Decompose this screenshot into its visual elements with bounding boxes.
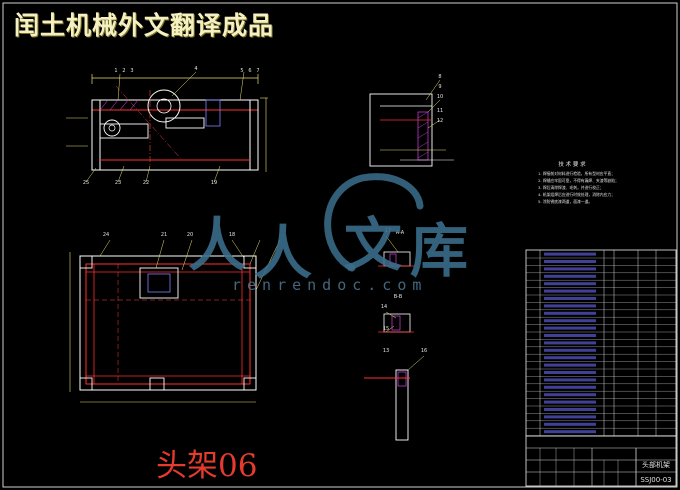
balloon-13: 13 [383,348,389,354]
balloon-11: 11 [437,108,443,114]
balloon-24: 24 [103,232,109,238]
balloon-16: 16 [421,348,427,354]
balloon-25: 25 [83,180,89,186]
parts-row-entry [544,363,596,367]
balloon-7: 7 [256,68,259,74]
parts-list [525,249,677,437]
section-label-a: A-A [396,230,405,236]
balloon-4: 4 [194,66,197,72]
section-details [364,235,425,441]
parts-row-entry [544,282,596,286]
balloon-14: 14 [381,304,387,310]
balloon-15: 15 [383,326,389,332]
parts-row-entry [544,334,596,337]
parts-row-entry [544,297,596,300]
parts-row-entry [544,378,596,382]
watermark-glyph-4: 库 [410,217,469,285]
balloon-1: 1 [114,68,117,74]
parts-row-entry [544,393,596,397]
parts-row-entry [544,430,596,434]
parts-row-entry [544,252,596,256]
technical-requirements: 技 术 要 求 1. 焊接前对材料进行检验，所有型材应平直； 2. 焊缝应牢固可… [538,160,619,204]
tech-title: 技 术 要 求 [558,160,586,168]
parts-row-entry [544,274,596,278]
parts-row-entry [544,267,596,271]
section-label-b: B-B [394,294,403,300]
parts-row-entry [544,385,596,389]
balloon-22: 22 [143,180,149,186]
balloon-20: 20 [187,232,193,238]
balloon-19: 19 [211,180,217,186]
parts-row-entry [544,319,596,323]
side-detail-view [369,79,454,167]
balloon-3: 3 [130,68,133,74]
parts-row-entry [544,311,596,315]
parts-row-entry [544,400,596,404]
parts-row-entry [544,326,596,330]
balloon-2: 2 [122,68,125,74]
watermark-glyph-3: 文 [344,211,403,279]
caption-label: 头架06 [156,448,258,484]
balloon-18: 18 [229,232,235,238]
parts-row-entry [544,371,596,374]
watermark-glyph-2: 人 [254,219,313,287]
parts-row-entry [544,356,596,360]
balloon-23: 23 [115,180,121,186]
balloon-8: 8 [438,74,441,80]
banner-title: 闰土机械外文翻译成品 [14,11,275,40]
parts-row-entry [544,341,596,345]
parts-row-entry [544,304,596,308]
tech-line-1: 1. 焊接前对材料进行检验，所有型材应平直； [538,171,615,176]
parts-row-entry [544,289,596,293]
tech-line-2: 2. 焊缝应牢固可靠，不得有漏焊、夹渣等缺陷； [538,178,619,183]
tech-line-4: 4. 机架组焊后应进行时效处理，消除内应力； [538,192,615,197]
plan-view [69,239,281,403]
balloon-10: 10 [437,94,443,100]
balloon-5: 5 [240,68,243,74]
watermark-url: renrendoc.com [232,276,428,294]
parts-row-entry [544,415,596,419]
parts-row-entry [544,408,596,411]
parts-row-entry [544,348,596,352]
balloon-17: 17 [385,228,391,234]
parts-row-entry [544,260,596,263]
parts-row-entry [544,422,596,426]
drawing-number: SSJ00-03 [640,476,671,484]
balloon-21: 21 [161,232,167,238]
watermark-swoosh [324,173,424,272]
balloon-6: 6 [248,68,251,74]
watermark-glyph-1: 人 [188,211,247,279]
balloon-12: 12 [437,118,443,124]
balloon-9: 9 [438,84,441,90]
front-view [66,71,268,183]
title-block: 头部机架 SSJ00-03 [525,435,677,487]
tech-line-5: 5. 涂防锈底漆两道，面漆一道。 [538,199,592,204]
tech-line-3: 3. 焊后清除焊渣、毛刺，并进行校正； [538,185,604,190]
title-name: 头部机架 [642,460,670,469]
